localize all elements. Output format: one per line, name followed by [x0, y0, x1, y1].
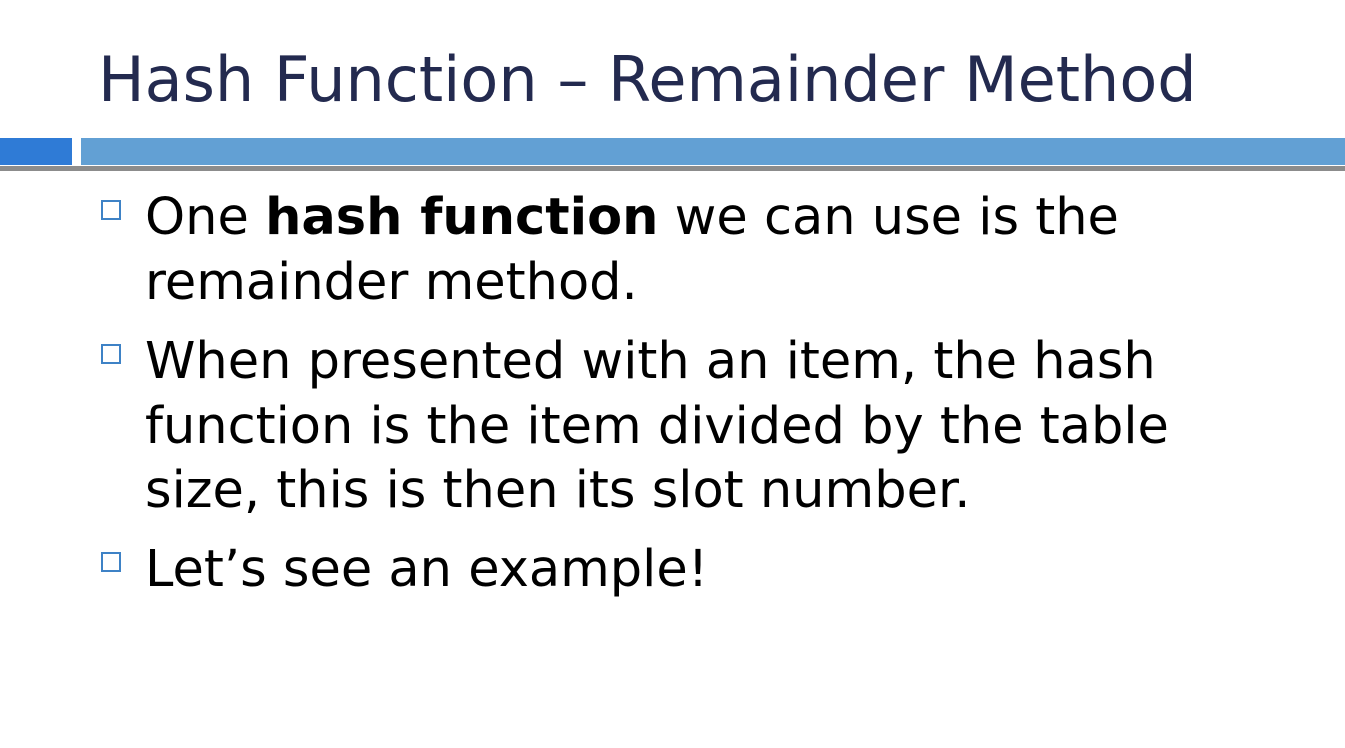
hollow-square-bullet-icon	[101, 200, 121, 220]
bullet-text: Let’s see an example!	[145, 540, 709, 599]
bullet-text: One hash function we can use is the rema…	[145, 186, 1250, 315]
bullet-text: When presented with an item, the hash fu…	[145, 332, 1169, 520]
title-band	[81, 138, 1345, 165]
title-divider	[0, 166, 1345, 171]
slide-title: Hash Function – Remainder Method	[98, 43, 1197, 116]
bullet-emphasis: hash function	[265, 188, 659, 247]
title-accent-block	[0, 138, 72, 165]
hollow-square-bullet-icon	[101, 344, 121, 364]
bullet-text-segment: One	[145, 188, 266, 247]
hollow-square-bullet-icon	[101, 552, 121, 572]
bullet-text-segment: we can use is the remainder method.	[145, 188, 1119, 312]
